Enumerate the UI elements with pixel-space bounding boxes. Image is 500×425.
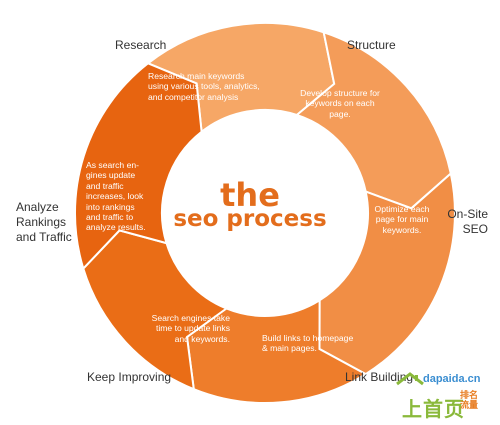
stage-text-keep-improving-line1: Search engines take [151,313,230,323]
stage-text-keep-improving-line2: time to update links [155,323,230,334]
stage-text-analyze: As search en- gines update and traffic i… [86,160,146,233]
stage-text-link-building-line2: & main pages. [262,343,317,354]
stage-text-structure: Develop structure for keywords on each p… [285,88,395,119]
stage-text-research-line3: and competitor analysis [148,91,239,102]
stage-label-analyze-line2: Rankings [16,215,67,229]
stage-text-analyze-line5: into rankings [86,201,135,212]
stage-text-analyze-line2: gines update [86,170,136,181]
house-logo-icon [396,372,424,386]
stage-text-analyze-line4: increases, look [86,191,144,202]
watermark-tag-1: 排名 [460,391,479,401]
stage-label-keep-improving: Keep Improving [87,370,172,384]
stage-label-research: Research [115,38,167,52]
stage-label-analyze-line1: Analyze [16,200,59,214]
stage-text-research-line1: Research main keywords [148,71,245,81]
segment-link-building [185,298,368,404]
segment-structure [294,30,452,210]
stage-label-analyze-line3: and Traffic [16,230,72,244]
center-title-the: the [220,176,280,214]
stage-text-link-building-line1: Build links to homepage [262,333,354,343]
segment-keep-improving [82,229,229,391]
stage-text-research-line2: using various tools, analytics, [148,81,260,92]
center-title-seo-process: seo process [173,206,327,232]
segment-onsite [318,171,456,376]
stage-text-onsite: Optimize each page for main keywords. [364,204,440,235]
stage-text-onsite-line3: keywords. [382,224,422,235]
stage-label-analyze: Analyze Rankings and Traffic [16,200,96,245]
segment-research [146,22,336,134]
stage-label-onsite-line2: SEO [462,222,488,236]
stage-label-link-building: Link Building [345,370,414,384]
stage-label-onsite-line1: On-Site [447,207,488,221]
stage-text-onsite-line1: Optimize each [374,204,430,214]
stage-label-onsite: On-Site SEO [438,207,488,237]
stage-text-structure-line2: keywords on each [305,98,375,109]
stage-text-analyze-line7: analyze results. [86,222,146,233]
watermark-tag-2: 流量 [460,401,479,411]
segment-analyze [73,62,203,271]
stage-text-analyze-line3: and traffic [86,180,124,191]
watermark-domain: dapaida.cn [423,373,481,385]
stage-text-keep-improving: Search engines take time to update links… [110,313,230,344]
stage-label-structure: Structure [347,38,396,52]
stage-text-research: Research main keywords using various too… [148,71,260,102]
watermark-tags: 排名 流量 [460,391,482,411]
stage-text-analyze-line1: As search en- [86,160,140,170]
stage-text-structure-line3: page. [329,108,351,119]
stage-text-analyze-line6: and traffic to [86,212,134,223]
stage-text-link-building: Build links to homepage & main pages. [262,333,353,354]
stage-text-keep-improving-line3: and keywords. [174,333,230,344]
stage-text-onsite-line2: page for main [375,214,429,225]
stage-text-structure-line1: Develop structure for [300,88,380,98]
watermark-brand: 上首页 [402,397,465,421]
